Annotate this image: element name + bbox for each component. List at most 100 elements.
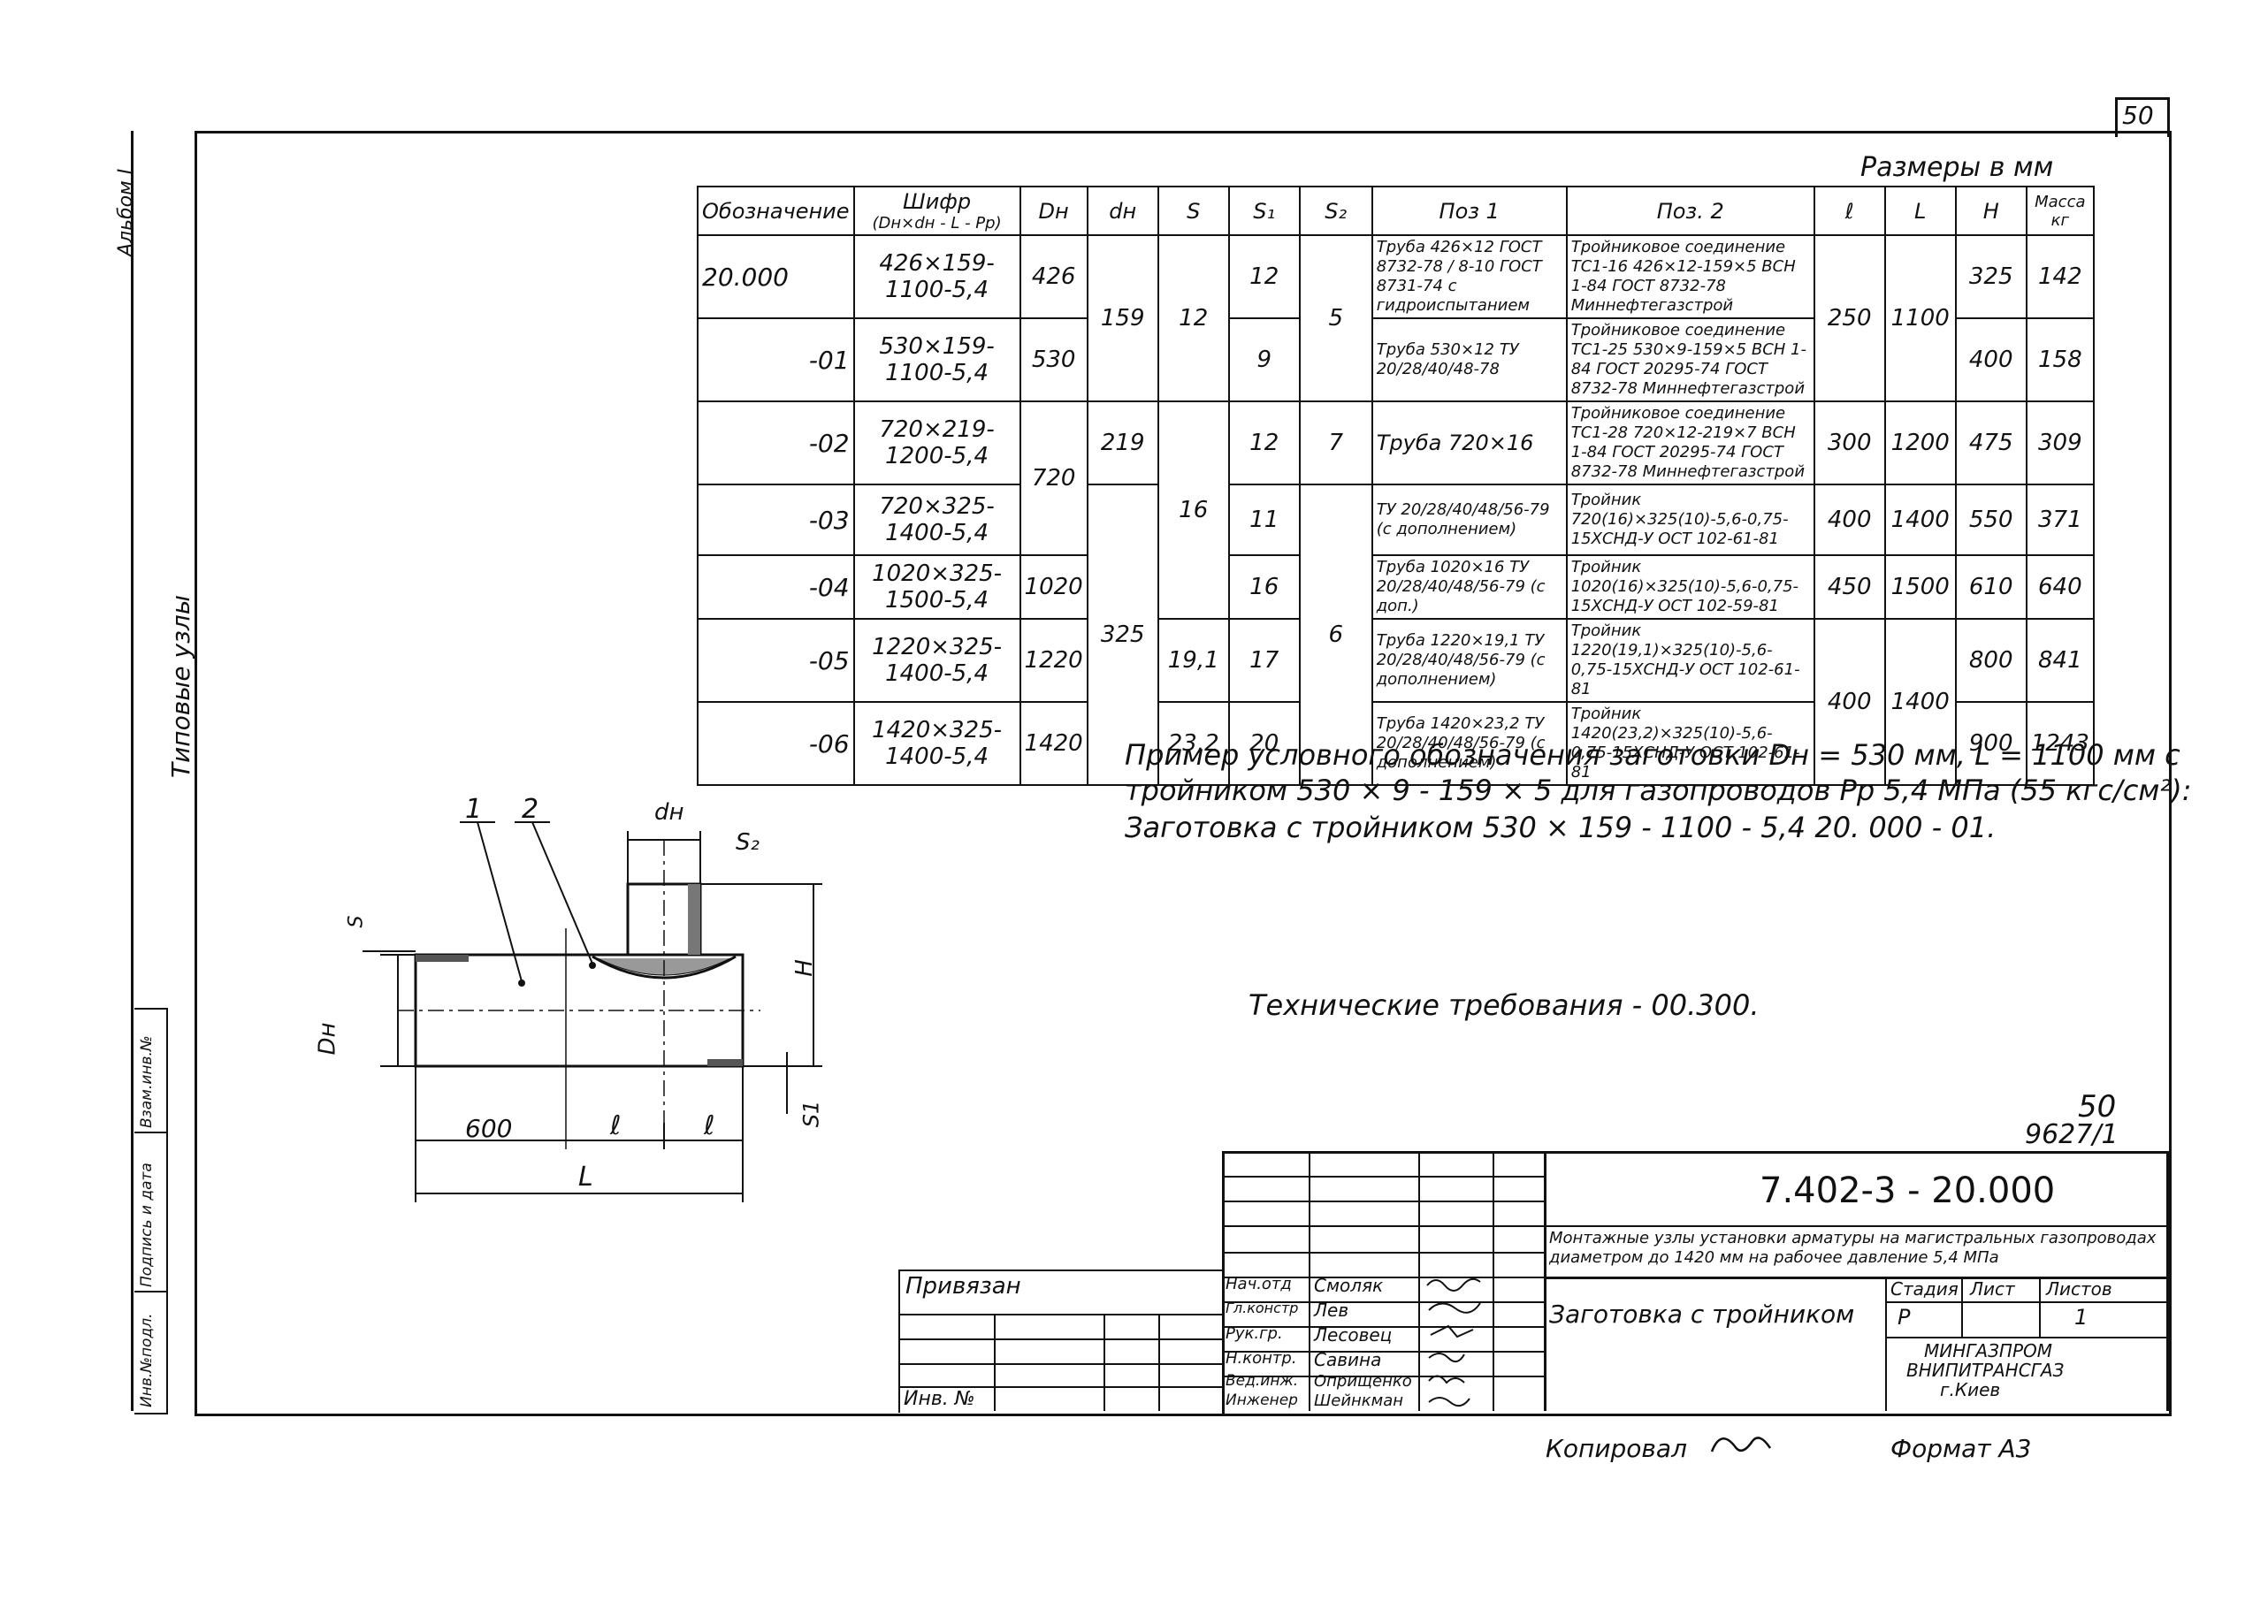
cell-pos1: Труба 1420×23,2 ТУ 20/28/40/48/56-79 (с … [1371,701,1568,786]
cell-h: 550 [1954,484,2027,556]
bound-area [898,1269,1224,1413]
col-s1: S₁ [1227,186,1301,236]
cell-pos2: Тройник 1420(23,2)×325(10)-5,6-0,75-15ХС… [1565,701,1815,786]
cell-code: 1020×325-1500-5,4 [852,554,1021,620]
cell-l: 400 [1813,484,1886,556]
name-2: Лесовец [1314,1324,1393,1346]
cell-s1: 17 [1227,618,1301,703]
cell-code: 1220×325-1400-5,4 [852,618,1021,703]
cell-mass: 1243 [2025,701,2095,786]
col-h: H [1954,186,2027,236]
label-dim-l2: ℓ [704,1110,715,1141]
cell-mass: 841 [2025,618,2095,703]
stage-label: Стадия [1890,1278,1959,1300]
title-block [1222,1151,2169,1414]
leader-2 [531,821,593,964]
cell-s2: 7 [1298,400,1373,485]
label-dim-L: L [578,1162,593,1193]
col-L: L [1883,186,1957,236]
col-code-title: Шифр [903,189,972,214]
project-title: Монтажные узлы установки арматуры на маг… [1549,1229,2163,1268]
cell-s1: 16 [1227,554,1301,620]
cell-pos1: Труба 720×16 [1371,400,1568,485]
side-stamp-dividers-2 [134,1291,166,1292]
side-stamp-dividers [134,1132,166,1133]
cell-h: 475 [1954,400,2027,485]
cell-s1: 20 [1227,701,1301,786]
org-line-2: ВНИПИТРАНСГАЗ [1906,1360,2065,1381]
leader-1 [477,821,523,982]
cell-l: 250 [1813,234,1886,402]
cell-code: 426×159-1100-5,4 [852,234,1021,319]
role-0: Нач.отд [1226,1275,1292,1293]
cell-s: 23,2 [1157,701,1230,786]
cell-designation: -01 [697,317,855,402]
role-2: Рук.гр. [1226,1324,1283,1343]
table-header-row: Обозначение Шифр (Dн×dн - L - Pр) Dн dн … [697,186,2095,236]
col-code: Шифр (Dн×dн - L - Pр) [852,186,1021,236]
cell-pos1: Труба 426×12 ГОСТ 8732-78 / 8-10 ГОСТ 87… [1371,234,1568,319]
label-dim-600: 600 [465,1114,513,1143]
side-label-signature-date: Подпись и дата [138,1163,156,1287]
callout-1: 1 [465,794,483,825]
table-row: -04 1020×325-1500-5,4 1020 16 Труба 1020… [697,554,2095,620]
side-label-typical-units: Типовые узлы [166,595,195,778]
cell-code: 720×219-1200-5,4 [852,400,1021,485]
copied-by: Копировал [1546,1434,1687,1463]
cell-dn: 426 [1019,234,1088,319]
cell-dn-small: 325 [1086,484,1159,786]
cell-dn: 720 [1019,400,1088,556]
cell-l: 450 [1813,554,1886,620]
copied-by-signature [1710,1437,1772,1452]
cell-dn: 530 [1019,317,1088,402]
cell-pos1: Труба 1220×19,1 ТУ 20/28/40/48/56-79 (с … [1371,618,1568,703]
cell-h: 400 [1954,317,2027,402]
table-row: -02 720×219-1200-5,4 720 219 16 12 7 Тру… [697,400,2095,620]
cell-h: 325 [1954,234,2027,319]
side-label-album: Альбом I [115,168,137,256]
col-designation: Обозначение [697,186,855,236]
label-h: H [790,959,818,977]
cell-h: 610 [1954,554,2027,620]
cell-dn: 1220 [1019,618,1088,703]
table-row: -01 530×159-1100-5,4 530 9 Труба 530×12 … [697,317,2095,402]
cell-mass: 309 [2025,400,2095,485]
example-line-1: Пример условного обозначения заготовки D… [1125,738,2180,772]
cell-pos2: Тройниковое соединение ТС1-28 720×12-219… [1565,400,1815,485]
cell-l: 300 [1813,400,1886,485]
name-1: Лев [1314,1300,1349,1321]
cell-code: 530×159-1100-5,4 [852,317,1021,402]
cell-mass: 142 [2025,234,2095,319]
role-5: Инженер [1226,1391,1298,1409]
drawing-frame [195,131,2172,1416]
name-4: Оприщенко [1314,1372,1412,1391]
cell-mass: 371 [2025,484,2095,556]
label-dn-small: dн [654,799,684,826]
org-line-3: г.Киев [1940,1379,2001,1400]
cell-s: 16 [1157,400,1230,620]
cell-pos1: ТУ 20/28/40/48/56-79 (с дополнением) [1371,484,1568,556]
role-4: Вед.инж. [1226,1372,1299,1390]
cell-l: 400 [1813,618,1886,786]
pipe-wall-right [707,1059,743,1066]
sheet-number-box [2115,97,2170,137]
cell-pos2: Тройник 720(16)×325(10)-5,6-0,75-15ХСНД-… [1565,484,1815,556]
role-1: Гл.констр [1226,1300,1299,1316]
callout-2: 2 [522,794,539,825]
col-mass-unit: кг [2050,210,2069,230]
sheet-number-bottom: 50 [2078,1089,2117,1125]
cell-designation: -03 [697,484,855,556]
inv-label: Инв. № [904,1388,975,1410]
table-row: -05 1220×325-1400-5,4 1220 19,1 17 Труба… [697,618,2095,786]
signatures [1426,1277,1481,1407]
table-row: 20.000 426×159-1100-5,4 426 159 12 12 5 … [697,234,2095,402]
col-mass: Масса кг [2025,186,2095,236]
cell-h: 800 [1954,618,2027,703]
units-note: Размеры в мм [1860,152,2054,183]
side-label-inv-original: Инв.№подл. [138,1313,156,1407]
tee-drawing [363,821,822,1202]
cell-designation: -06 [697,701,855,786]
cell-pos2: Тройниковое соединение ТС1-25 530×9-159×… [1565,317,1815,402]
spec-table: Обозначение Шифр (Dн×dн - L - Pр) Dн dн … [697,186,2095,786]
cell-mass: 158 [2025,317,2095,402]
